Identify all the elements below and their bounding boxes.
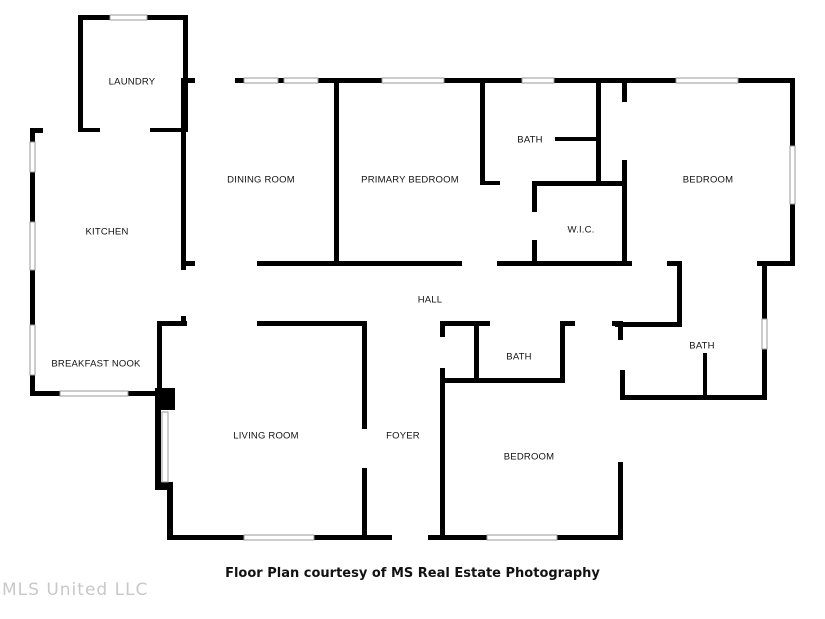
room-labels: LAUNDRY KITCHEN BREAKFAST NOOK DINING RO… (51, 77, 733, 463)
wall (618, 321, 623, 340)
wall (622, 160, 627, 265)
wall (181, 78, 195, 83)
wall (440, 378, 565, 383)
wall (183, 15, 188, 132)
wall (334, 80, 339, 265)
wall (235, 78, 795, 83)
window (675, 77, 739, 84)
wall (167, 482, 173, 540)
room-label-bath-primary: BATH (517, 135, 542, 146)
room-label-bath-center: BATH (506, 352, 531, 363)
wall (497, 261, 632, 266)
window (789, 145, 796, 205)
room-label-bedroom-east: BEDROOM (683, 175, 734, 186)
plan-caption: Floor Plan courtesy of MS Real Estate Ph… (225, 566, 600, 581)
window (243, 77, 279, 84)
wall (362, 321, 367, 429)
room-label-laundry: LAUNDRY (109, 77, 156, 88)
window (29, 141, 36, 173)
wall (157, 321, 162, 391)
wall (612, 321, 620, 326)
wall (532, 240, 537, 265)
wall (480, 181, 500, 185)
wall (257, 261, 462, 266)
window (59, 390, 129, 397)
wall (181, 80, 186, 270)
room-label-primary-bedroom: PRIMARY BEDROOM (361, 175, 459, 186)
wall (30, 391, 60, 396)
wall (181, 316, 186, 324)
wall (555, 137, 599, 141)
wall (560, 321, 565, 383)
wall (703, 353, 707, 398)
watermark: MLS United LLC (2, 580, 149, 600)
wall (620, 370, 625, 400)
wall (677, 261, 682, 327)
wall (440, 368, 445, 540)
wall (78, 15, 83, 132)
wall (181, 261, 195, 266)
window (521, 77, 555, 84)
wall (667, 261, 682, 266)
wall (440, 321, 445, 337)
window (486, 534, 558, 541)
wall (128, 391, 162, 396)
wall (532, 181, 627, 186)
window (29, 221, 36, 271)
window (161, 411, 169, 483)
room-label-dining-room: DINING ROOM (227, 175, 295, 186)
wall (532, 181, 537, 212)
window (283, 77, 319, 84)
room-label-kitchen: KITCHEN (85, 227, 128, 238)
wall (78, 128, 100, 132)
wall (762, 349, 767, 399)
wall (480, 80, 485, 185)
wall (757, 261, 795, 266)
window (761, 318, 768, 350)
window (29, 324, 36, 376)
room-label-hall: HALL (418, 295, 443, 306)
wall (620, 395, 767, 400)
wall (762, 261, 767, 319)
wall (618, 462, 623, 540)
window (109, 14, 148, 21)
room-label-foyer: FOYER (386, 431, 420, 442)
wall (155, 482, 173, 490)
wall (596, 80, 601, 182)
wall (30, 128, 43, 133)
wall (157, 321, 187, 326)
window (243, 534, 315, 541)
wall (150, 128, 188, 132)
wall (474, 321, 479, 382)
room-label-bath-east: BATH (689, 341, 714, 352)
walls (30, 15, 795, 540)
wall (257, 321, 367, 326)
window (381, 77, 445, 84)
room-label-wic: W.I.C. (567, 225, 594, 236)
wall (622, 80, 627, 102)
wall (155, 388, 161, 490)
windows (29, 14, 796, 541)
room-label-living-room: LIVING ROOM (233, 431, 299, 442)
wall (362, 468, 367, 540)
wall (560, 321, 575, 326)
wall (440, 321, 490, 326)
wall (615, 322, 682, 327)
room-label-bedroom-south: BEDROOM (504, 452, 555, 463)
room-label-breakfast-nook: BREAKFAST NOOK (51, 359, 141, 370)
